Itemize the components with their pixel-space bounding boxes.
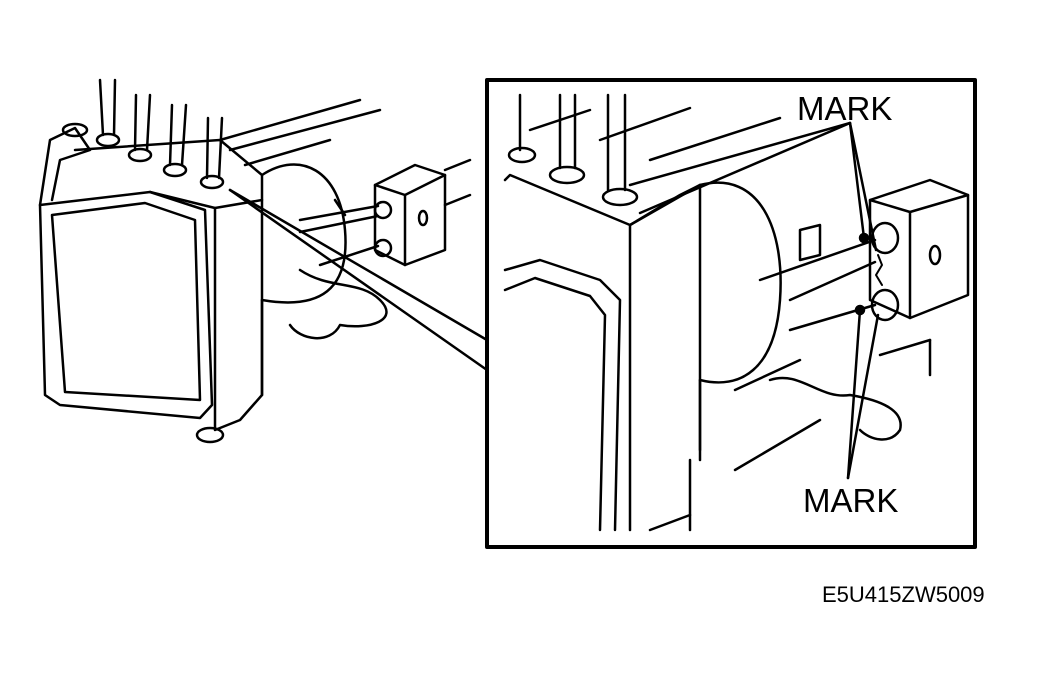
brake-line-fittings — [61, 78, 225, 190]
abs-unit-main — [38, 78, 472, 444]
figure-code: E5U415ZW5009 — [822, 582, 985, 607]
pump-motor — [260, 163, 388, 397]
module-cover-detail — [503, 258, 622, 532]
valve-block-top — [73, 138, 264, 210]
callout-lines — [228, 188, 489, 372]
control-module-cover — [38, 190, 214, 420]
detail-inset-frame — [485, 78, 977, 549]
mark-label-top: MARK — [797, 90, 893, 127]
detail-inset-drawing — [503, 93, 970, 532]
connector-block — [298, 158, 472, 267]
mark-label-bottom: MARK — [803, 482, 899, 519]
